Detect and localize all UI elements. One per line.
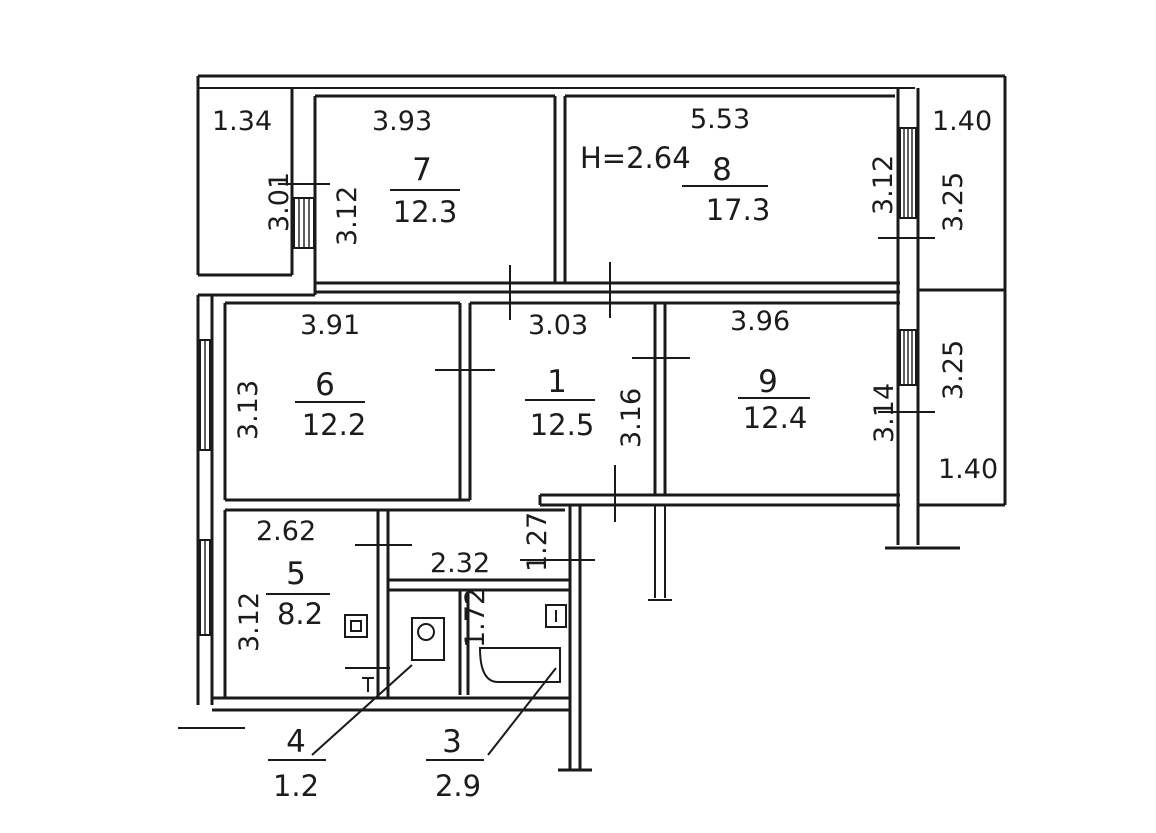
ceiling-height-label: H=2.64: [580, 141, 691, 175]
room-area: 8.2: [277, 597, 323, 631]
dim-room1-width: 3.03: [528, 310, 588, 341]
room-area: 17.3: [706, 193, 771, 227]
room-number: 4: [286, 724, 306, 760]
room-6: 6 12.2: [295, 367, 366, 442]
room-number: 5: [286, 556, 306, 592]
room-number: 3: [442, 724, 462, 760]
bathtub-icon: [478, 647, 561, 683]
room-8: 8 17.3: [682, 152, 770, 227]
room-1: 1 12.5: [525, 364, 595, 442]
room-5: 5 8.2: [266, 556, 330, 631]
room-area: 12.4: [743, 401, 808, 435]
dim-room8-length: 3.12: [868, 155, 899, 215]
room-area: 1.2: [273, 769, 319, 803]
dim-balcony-right-top-width: 1.40: [932, 106, 992, 137]
room-area: 12.2: [302, 408, 367, 442]
dim-bath-length: 1.72: [460, 588, 491, 648]
room-number: 7: [412, 152, 432, 188]
dim-balcony-left-width: 1.34: [212, 106, 272, 137]
dim-room5-length: 3.12: [234, 592, 265, 652]
room-area: 12.3: [393, 195, 458, 229]
toilet-icon: [411, 617, 445, 661]
dim-balcony-right-top-length: 3.25: [938, 172, 969, 232]
walls: [178, 74, 1007, 772]
window-room5: [199, 539, 211, 636]
dim-room7-width: 3.93: [372, 106, 432, 137]
leader-lines: [311, 664, 557, 756]
fixtures: [344, 604, 567, 692]
dim-balcony-right-bottom-width: 1.40: [938, 454, 998, 485]
room-4: 4 1.2: [268, 724, 326, 803]
dim-room7-length: 3.12: [332, 186, 363, 246]
dim-bath-width: 2.32: [430, 548, 490, 579]
dim-balcony-right-bottom-length: 3.25: [938, 340, 969, 400]
dim-room1-length: 3.16: [616, 388, 647, 448]
door-marks: [278, 183, 935, 669]
dim-room9-length: 3.14: [869, 383, 900, 443]
window-room6: [199, 339, 211, 451]
room-7: 7 12.3: [390, 152, 460, 229]
dim-corridor-width: 1.27: [522, 512, 553, 572]
window-room8: [899, 127, 917, 219]
windows: [199, 127, 917, 636]
sink-icon: [545, 604, 567, 628]
stove-icon: [344, 614, 368, 638]
room-number: 6: [315, 367, 335, 403]
dim-room6-width: 3.91: [300, 310, 360, 341]
window-room7: [293, 197, 315, 249]
dim-room6-length: 3.13: [233, 380, 264, 440]
dim-room9-width: 3.96: [730, 306, 790, 337]
room-area: 12.5: [530, 408, 595, 442]
window-room9: [899, 329, 917, 386]
dim-balcony-left-length: 3.01: [264, 172, 295, 232]
dim-room8-width: 5.53: [690, 104, 750, 135]
room-area: 2.9: [435, 769, 481, 803]
room-3: 3 2.9: [426, 724, 484, 803]
room-9: 9 12.4: [738, 364, 810, 435]
room-number: 8: [712, 152, 732, 188]
room-number: 9: [758, 364, 778, 400]
dimensions: 1.34 3.93 5.53 1.40 3.91 3.03 3.96 1.40 …: [212, 104, 998, 652]
dim-room5-width: 2.62: [256, 516, 316, 547]
room-number: 1: [547, 364, 567, 400]
